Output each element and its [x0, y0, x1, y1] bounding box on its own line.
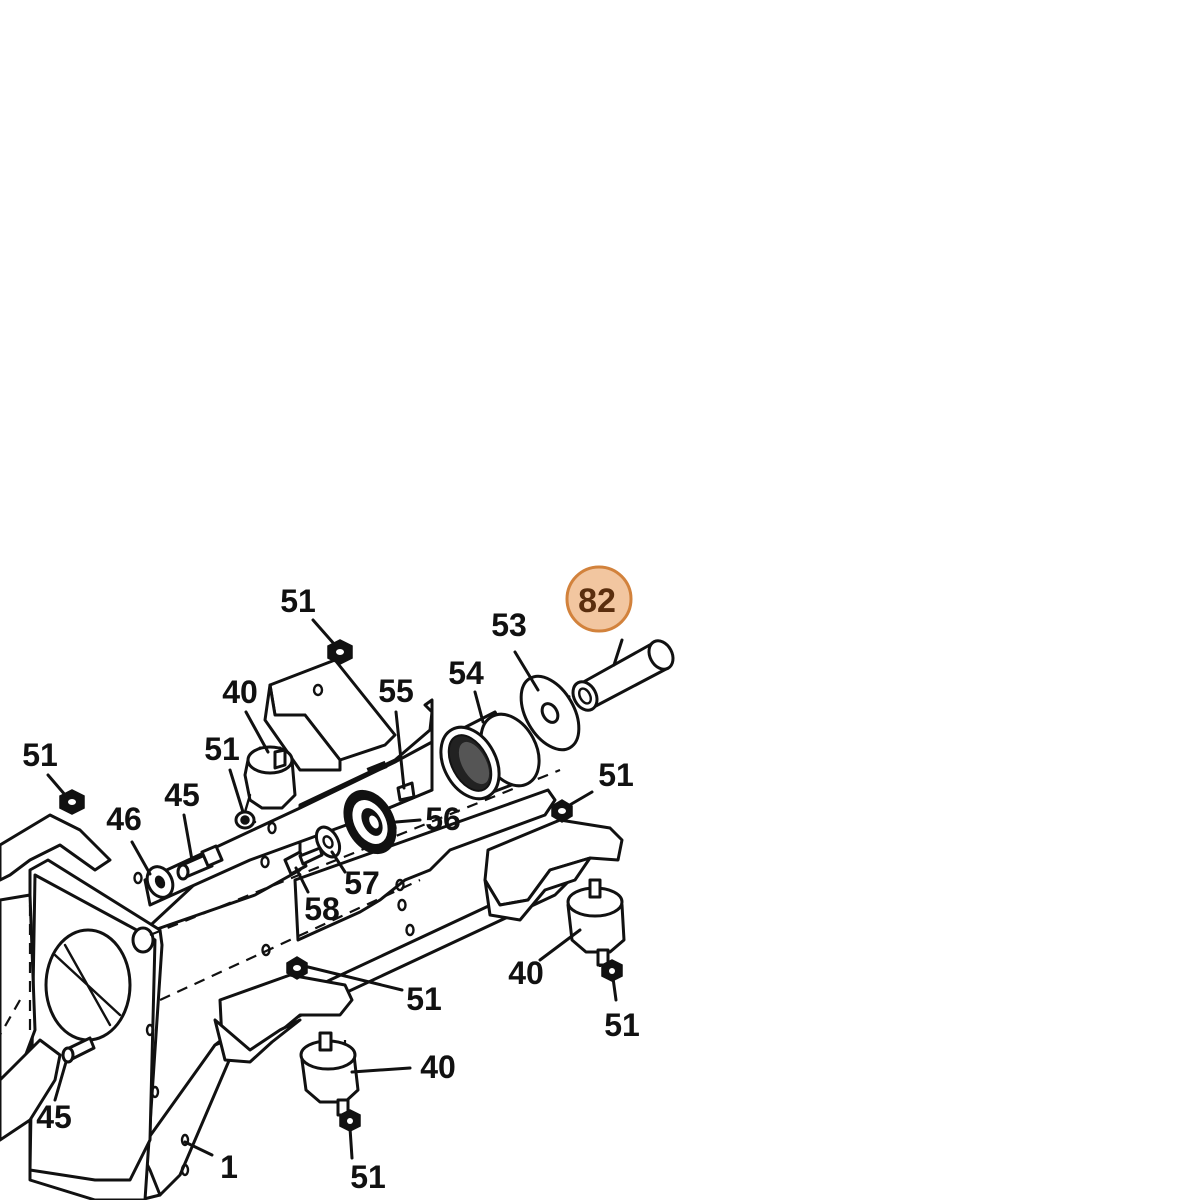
callout-40: 40 — [222, 674, 258, 710]
pin-part-55 — [396, 781, 416, 802]
bolt-part-45-lower — [61, 1036, 96, 1064]
callout-1: 1 — [220, 1149, 238, 1185]
callout-46: 46 — [106, 801, 142, 837]
nut-51-center-bracket — [286, 956, 308, 980]
callout-53: 53 — [491, 607, 527, 643]
nut-51-bottom — [339, 1109, 361, 1132]
bolt-part-58 — [283, 846, 324, 876]
washer-part-46 — [145, 865, 175, 899]
callout-57: 57 — [344, 865, 380, 901]
callout-40: 40 — [420, 1049, 456, 1085]
callout-45: 45 — [36, 1099, 72, 1135]
highlight-label: 82 — [578, 582, 616, 620]
callout-45: 45 — [164, 777, 200, 813]
callout-40: 40 — [508, 955, 544, 991]
leader-lines — [46, 618, 624, 1160]
bolt-part-45-upper — [176, 844, 224, 881]
rubber-mount-40-right — [566, 878, 626, 967]
nut-51-mount — [234, 810, 256, 830]
right-mount-bracket — [483, 818, 624, 922]
callout-51: 51 — [350, 1159, 386, 1195]
nut-51-top — [327, 639, 353, 665]
gear-part-56 — [343, 789, 397, 855]
callout-58: 58 — [304, 891, 340, 927]
rubber-mount-40-bottom — [299, 1031, 360, 1117]
upper-mount-bracket — [263, 658, 397, 772]
callout-55: 55 — [378, 673, 414, 709]
callout-51: 51 — [598, 757, 634, 793]
callout-51: 51 — [406, 981, 442, 1017]
nut-51-right-bracket — [551, 799, 573, 823]
center-mount-bracket — [213, 973, 354, 1064]
highlight-badge-82[interactable]: 82 — [565, 565, 633, 633]
bushing-part-54 — [439, 710, 541, 801]
nut-51-left — [59, 789, 85, 815]
callout-51: 51 — [604, 1007, 640, 1043]
callout-51: 51 — [204, 731, 240, 767]
nut-51-right-lower — [601, 959, 623, 982]
callout-54: 54 — [448, 655, 484, 691]
sleeve-part-82 — [571, 639, 675, 712]
rubber-mount-40-top — [243, 745, 297, 824]
callout-labels: 51 51 51 51 51 51 51 53 54 55 56 57 58 4… — [22, 583, 640, 1195]
callout-56: 56 — [425, 801, 461, 837]
callout-51: 51 — [22, 737, 58, 773]
callout-51: 51 — [280, 583, 316, 619]
